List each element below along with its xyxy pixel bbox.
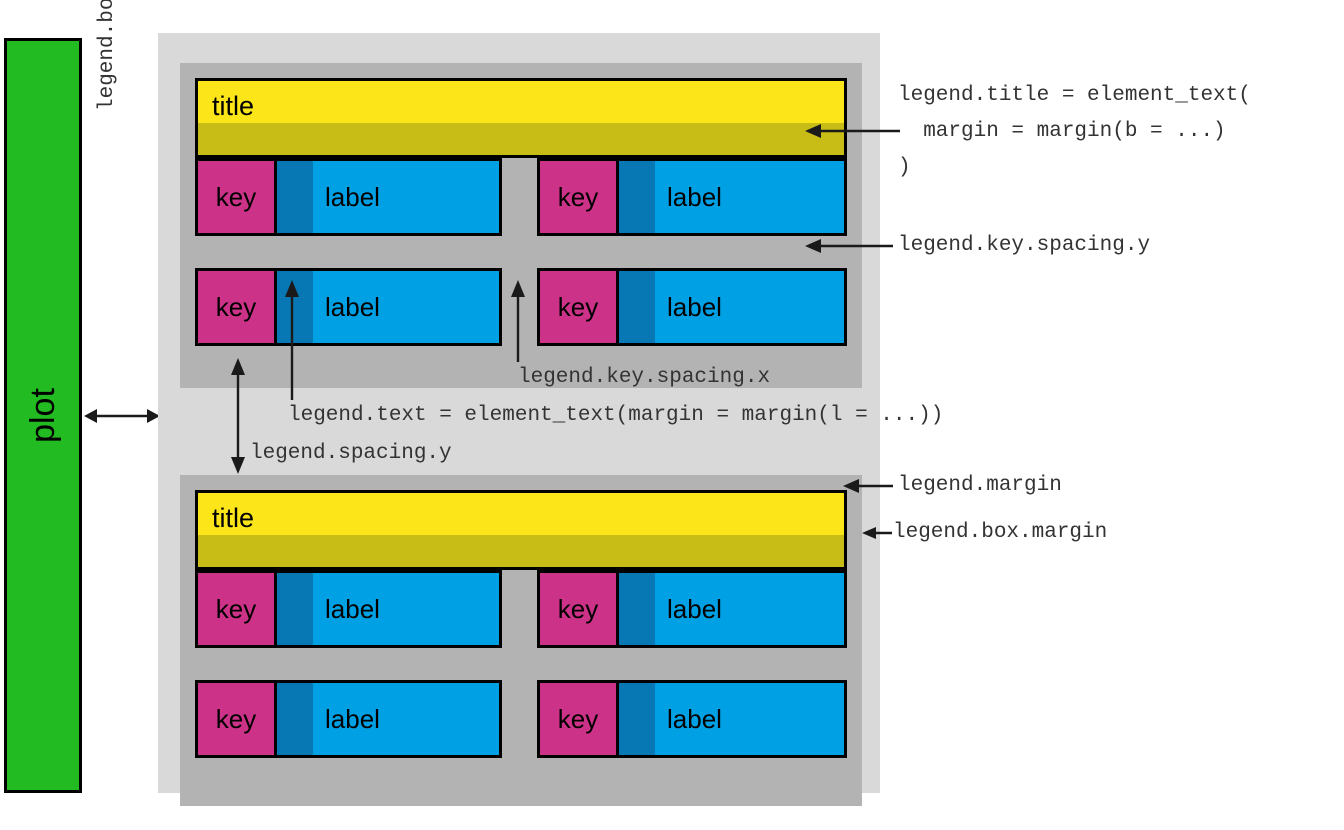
legend-2-entry-1-label-margin [277,573,313,645]
legend-1-entry-3[interactable]: key label [195,268,502,346]
legend-1-entry-1-label: label [277,161,499,233]
legend-text-annotation-arrow [285,280,299,400]
legend-key-spacing-x-annotation: legend.key.spacing.x [518,366,771,389]
legend-1-title-text: title [212,91,255,121]
legend-1-entry-4[interactable]: key label [537,268,847,346]
legend-box-margin-arrow [862,527,892,539]
legend-1-entry-2-label-text: label [667,181,722,212]
legend-1-entry-4-label: label [619,271,844,343]
plot-label-text: plot [23,388,62,443]
legend-2-entry-2-label-text: label [667,593,722,624]
legend-box-margin-annotation: legend.box.margin [893,521,1108,544]
legend-spacing-y-annotation: legend.spacing.y [250,442,452,465]
legend-1-entry-1-label-text: label [325,181,380,212]
legend-2-entry-2-label-margin [619,573,655,645]
legend-1-entry-1-key: key [198,161,277,233]
legend-2-entry-3-label: label [277,683,499,755]
legend-2-entry-4-key: key [540,683,619,755]
legend-2-inner: title key label key label [195,490,847,791]
legend-1-entry-3-key: key [198,271,277,343]
legend-title-annotation-arrow [805,124,900,138]
legend-1-entry-1[interactable]: key label [195,158,502,236]
legend-title-annotation-line2: margin = margin(b = ...) [898,120,1226,143]
legend-1-title-box: title [195,78,847,158]
legend-2-entry-3[interactable]: key label [195,680,502,758]
legend-1-entry-2-label: label [619,161,844,233]
legend-1: title key label key label [180,63,862,388]
legend-2-entry-3-key: key [198,683,277,755]
legend-2-title-margin [198,535,844,567]
legend-1-entry-3-label-margin [277,271,313,343]
legend-box-spacing-arrow [84,409,160,423]
legend-1-title-margin [198,123,844,155]
legend-2-entry-2[interactable]: key label [537,570,847,648]
legend-2-entry-2-label: label [619,573,844,645]
legend-title-annotation-line1: legend.title = element_text( [898,84,1251,107]
legend-1-entry-2-key: key [540,161,619,233]
plot-label: plot [7,41,79,790]
legend-box-container: title key label key label [158,33,880,806]
legend-2-entry-4-label-margin [619,683,655,755]
legend-1-entry-4-label-margin [619,271,655,343]
legend-margin-arrow [843,479,893,493]
legend-spacing-y-arrow [231,358,245,474]
legend-2-entry-3-label-margin [277,683,313,755]
legend-2-entry-3-label-text: label [325,703,380,734]
legend-key-spacing-x-arrow [511,280,525,362]
legend-1-entry-3-label: label [277,271,499,343]
legend-key-spacing-y-annotation: legend.key.spacing.y [898,234,1151,257]
plot-panel: plot [4,38,82,793]
legend-2-entry-1-label: label [277,573,499,645]
legend-1-entry-3-label-text: label [325,291,380,322]
legend-2-entry-1-label-text: label [325,593,380,624]
legend-title-annotation-line3: ) [898,156,911,179]
legend-2-entry-4-label-text: label [667,703,722,734]
legend-text-annotation: legend.text = element_text(margin = marg… [288,404,944,427]
legend-2-title-box: title [195,490,847,570]
legend-1-entry-2-label-margin [619,161,655,233]
legend-2-entry-4[interactable]: key label [537,680,847,758]
legend-1-entry-4-key: key [540,271,619,343]
legend-2-entry-1-key: key [198,573,277,645]
legend-1-entry-1-label-margin [277,161,313,233]
legend-2-entry-4-label: label [619,683,844,755]
legend-1-entry-4-label-text: label [667,291,722,322]
legend-2-entry-1[interactable]: key label [195,570,502,648]
legend-margin-annotation: legend.margin [898,474,1062,497]
legend-2: title key label key label [180,475,862,806]
legend-2-entry-2-key: key [540,573,619,645]
legend-key-spacing-y-arrow [805,239,893,253]
legend-box-spacing-label: legend.box.spacing [95,0,121,111]
legend-1-entry-2[interactable]: key label [537,158,847,236]
legend-2-title-text: title [212,503,255,533]
legend-1-inner: title key label key label [195,78,847,373]
